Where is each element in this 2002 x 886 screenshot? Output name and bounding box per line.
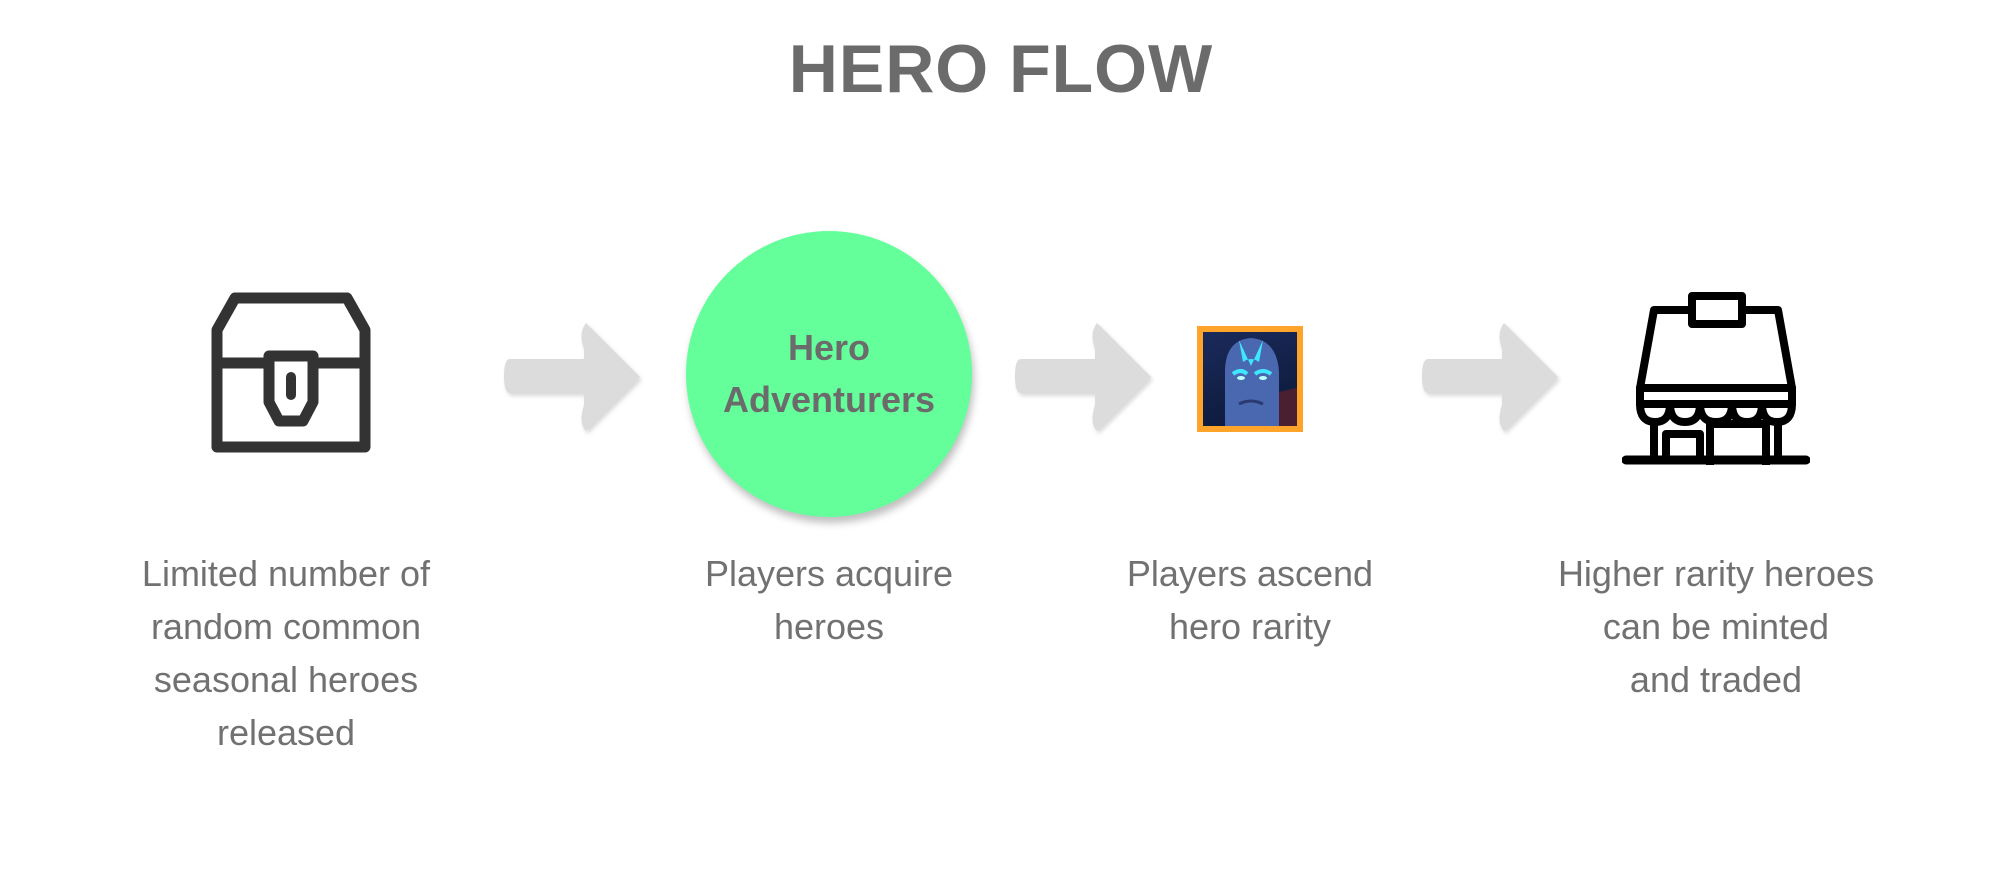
caption-line: Limited number of bbox=[141, 553, 431, 594]
arrow-right-icon bbox=[1422, 323, 1558, 431]
arrow-right-icon bbox=[504, 323, 640, 431]
hero-portrait-image bbox=[1197, 326, 1303, 432]
step-caption-acquire: Players acquire heroes bbox=[619, 547, 1039, 653]
step-caption-ascend: Players ascend hero rarity bbox=[1040, 547, 1460, 653]
arrow-right-icon bbox=[1015, 323, 1151, 431]
circle-label-line: Hero bbox=[787, 327, 871, 368]
caption-line: and traded bbox=[1629, 659, 1803, 700]
circle-label-line: Adventurers bbox=[722, 379, 936, 420]
page-title: HERO FLOW bbox=[788, 31, 1214, 107]
hero-adventurers-circle: Hero Adventurers bbox=[686, 231, 972, 517]
caption-line: hero rarity bbox=[1168, 606, 1332, 647]
caption-line: seasonal heroes bbox=[153, 659, 419, 700]
caption-line: released bbox=[216, 712, 356, 753]
step-caption-release: Limited number of random common seasonal… bbox=[76, 547, 496, 759]
caption-line: Players acquire bbox=[704, 553, 954, 594]
caption-line: random common bbox=[150, 606, 422, 647]
caption-line: can be minted bbox=[1602, 606, 1830, 647]
treasure-chest-icon bbox=[211, 292, 371, 453]
caption-line: heroes bbox=[773, 606, 885, 647]
caption-line: Players ascend bbox=[1126, 553, 1374, 594]
storefront-icon bbox=[1622, 292, 1810, 465]
step-caption-trade: Higher rarity heroes can be minted and t… bbox=[1506, 547, 1926, 706]
caption-line: Higher rarity heroes bbox=[1557, 553, 1875, 594]
